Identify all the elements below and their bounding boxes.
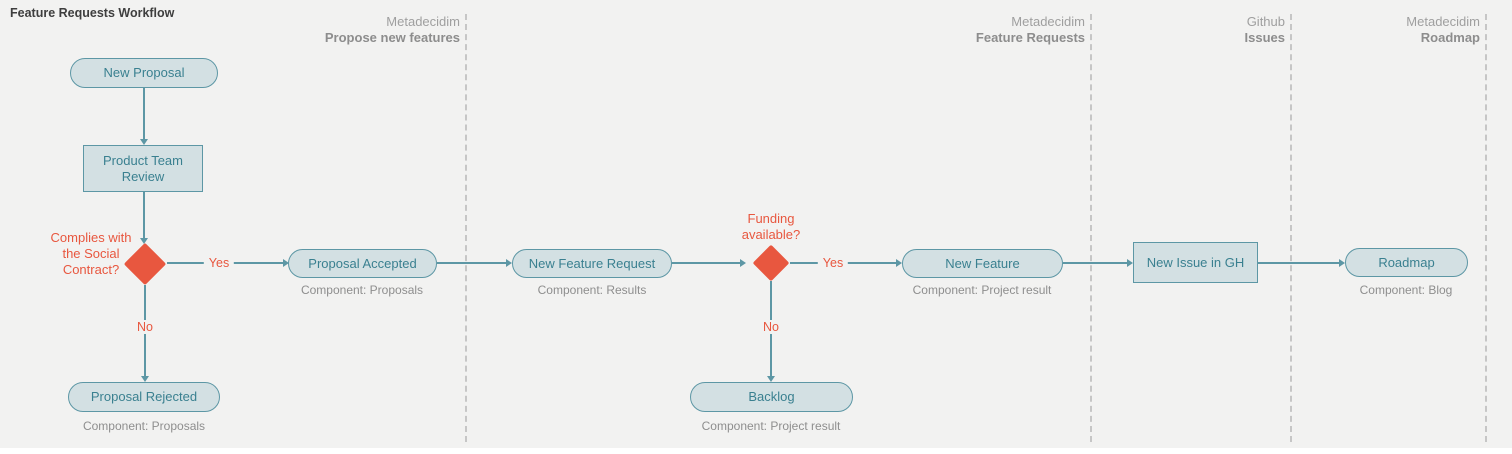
node-backlog: Backlog xyxy=(690,382,853,412)
edge-newfeature-ghissue xyxy=(1063,262,1127,264)
edge-label-no: No xyxy=(132,320,158,334)
page-bottom-edge xyxy=(0,448,1512,454)
edge-newfeaturerequest-funding xyxy=(672,262,740,264)
edge-accepted-newfeaturerequest xyxy=(437,262,506,264)
lane-separator-2 xyxy=(1090,14,1092,442)
node-proposal-rejected: Proposal Rejected xyxy=(68,382,220,412)
edge-review-decision xyxy=(143,192,145,238)
node-product-team-review: Product Team Review xyxy=(83,145,203,192)
node-new-feature: New Feature xyxy=(902,249,1063,278)
arrowhead-icon xyxy=(740,259,746,267)
node-new-proposal: New Proposal xyxy=(70,58,218,88)
node-new-feature-request: New Feature Request xyxy=(512,249,672,278)
lane-name: Propose new features xyxy=(324,30,460,45)
node-new-issue-in-gh: New Issue in GH xyxy=(1133,242,1258,283)
lane-separator-3 xyxy=(1290,14,1292,442)
decision-label-funding: Funding available? xyxy=(741,211,801,242)
component-caption: Component: Blog xyxy=(1359,283,1453,297)
arrowhead-icon xyxy=(1127,259,1133,267)
node-proposal-accepted: Proposal Accepted xyxy=(288,249,437,278)
node-roadmap: Roadmap xyxy=(1345,248,1468,277)
arrowhead-icon xyxy=(767,376,775,382)
lane-org: Metadecidim xyxy=(1406,14,1480,29)
component-caption: Component: Project result xyxy=(912,283,1052,297)
lane-name: Feature Requests xyxy=(975,30,1085,45)
lane-header-feature-requests: Metadecidim Feature Requests xyxy=(976,14,1085,46)
lane-org: Metadecidim xyxy=(386,14,460,29)
edge-newproposal-review xyxy=(143,88,145,139)
component-caption: Component: Proposals xyxy=(300,283,424,297)
lane-name: Issues xyxy=(1244,30,1285,45)
edge-label-yes: Yes xyxy=(203,256,235,270)
component-caption: Component: Proposals xyxy=(82,419,206,433)
lane-org: Metadecidim xyxy=(1011,14,1085,29)
lane-separator-1 xyxy=(465,14,467,442)
arrowhead-icon xyxy=(506,259,512,267)
arrowhead-icon xyxy=(1339,259,1345,267)
decision-label-social-contract: Complies with the Social Contract? xyxy=(50,230,132,277)
component-caption: Component: Project result xyxy=(701,419,841,433)
component-caption: Component: Results xyxy=(537,283,647,297)
page-title: Feature Requests Workflow xyxy=(10,6,175,20)
lane-header-propose-new-features: Metadecidim Propose new features xyxy=(325,14,460,46)
arrowhead-icon xyxy=(141,376,149,382)
edge-ghissue-roadmap xyxy=(1258,262,1339,264)
lane-header-github-issues: Github Issues xyxy=(1245,14,1285,46)
arrowhead-icon xyxy=(283,259,289,267)
arrowhead-icon xyxy=(896,259,902,267)
lane-separator-4 xyxy=(1485,14,1487,442)
lane-name: Roadmap xyxy=(1420,30,1480,45)
edge-label-yes: Yes xyxy=(817,256,849,270)
arrowhead-icon xyxy=(140,139,148,145)
lane-org: Github xyxy=(1246,14,1285,29)
decision-diamond-funding xyxy=(752,244,790,282)
lane-header-roadmap: Metadecidim Roadmap xyxy=(1406,14,1480,46)
arrowhead-icon xyxy=(140,238,148,244)
edge-label-no: No xyxy=(758,320,784,334)
